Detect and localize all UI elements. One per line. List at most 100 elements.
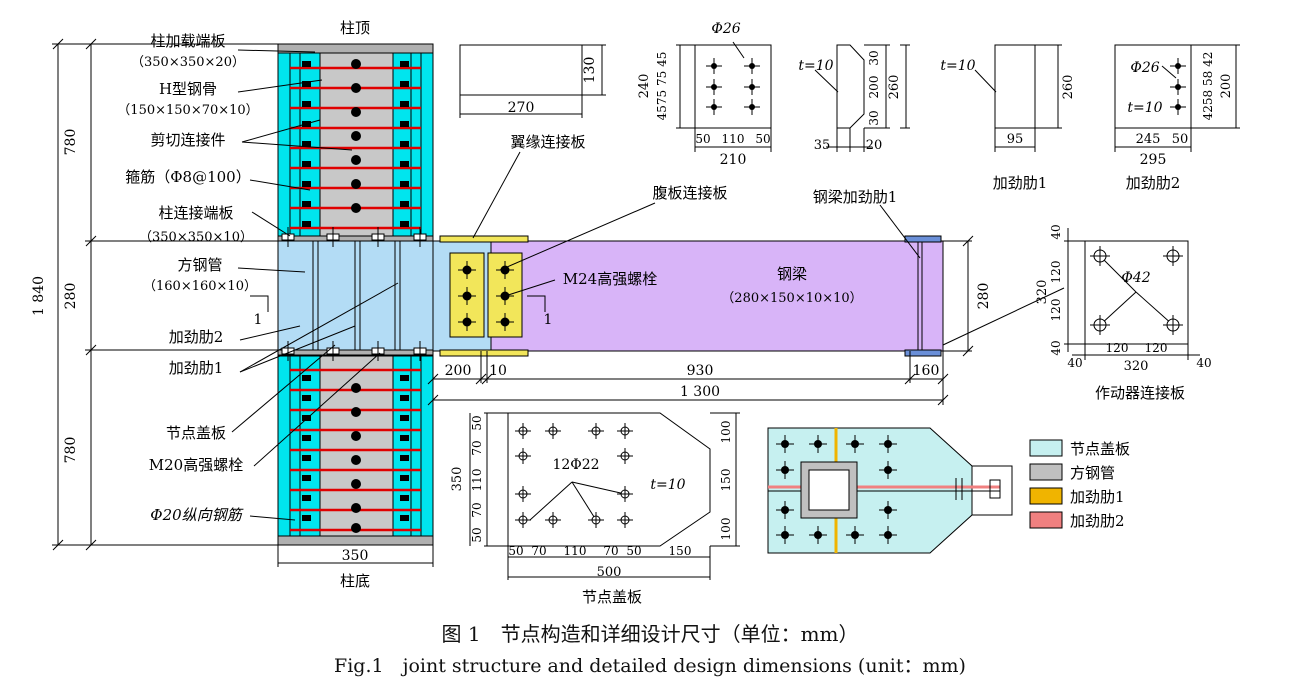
stiffener2-w1: 245 bbox=[1136, 132, 1161, 147]
detail-flange-plate bbox=[459, 44, 606, 118]
flange-plate-height: 130 bbox=[582, 57, 598, 84]
shear-connector bbox=[302, 221, 311, 227]
cover-r3: 100 bbox=[719, 518, 733, 541]
section-mark-left: 1 bbox=[254, 312, 263, 328]
steel-stud bbox=[351, 523, 361, 533]
steel-stud bbox=[351, 131, 361, 141]
shear-connector bbox=[302, 201, 311, 207]
steel-stud bbox=[351, 503, 361, 513]
cover-l4: 70 bbox=[470, 502, 484, 517]
stiffener2-hole: Φ26 bbox=[1130, 60, 1159, 76]
column-width-dim: 350 bbox=[342, 548, 369, 564]
stiffener1-h: 260 bbox=[1061, 75, 1076, 100]
steel-stud bbox=[351, 479, 361, 489]
shear-connector bbox=[302, 495, 311, 501]
stiffener2-h-parts: 4258 58 42 bbox=[1201, 52, 1215, 121]
actuator-caption: 作动器连接板 bbox=[1095, 384, 1185, 402]
flange-plate-width: 270 bbox=[508, 100, 535, 116]
dim-upper: 780 bbox=[63, 129, 79, 156]
beam-labels: 翼缘连接板 腹板连接板 M24高强螺栓 钢梁 （280×150×10×10） 钢… bbox=[510, 133, 897, 306]
column-bottom-label: 柱底 bbox=[340, 572, 370, 590]
shear-connector bbox=[302, 415, 311, 421]
label-flange-plate: 翼缘连接板 bbox=[510, 133, 585, 151]
label-h-steel-size: （150×150×70×10） bbox=[117, 103, 258, 118]
shear-connector bbox=[302, 375, 311, 381]
beam-stiffener-h1: 30 bbox=[867, 50, 881, 65]
steel-stud bbox=[351, 383, 361, 393]
shear-connector bbox=[302, 515, 311, 521]
dim-160: 160 bbox=[913, 363, 940, 379]
label-column-end-plate-size: （350×350×10） bbox=[139, 230, 253, 245]
caption-en: Fig.1 joint structure and detailed desig… bbox=[334, 655, 966, 677]
stiffener1-w: 95 bbox=[1007, 132, 1024, 147]
dim-total: 1 840 bbox=[31, 276, 47, 316]
caption-cn: 图 1 节点构造和详细设计尺寸（单位：mm） bbox=[441, 622, 859, 646]
label-column-end-plate: 柱连接端板 bbox=[158, 204, 233, 222]
dim-930: 930 bbox=[687, 363, 714, 379]
left-dimensions bbox=[52, 38, 546, 567]
steel-stud bbox=[351, 179, 361, 189]
cover-bolts: 12Φ22 bbox=[552, 457, 599, 473]
label-h-steel: H型钢骨 bbox=[159, 80, 217, 98]
cover-r2: 150 bbox=[719, 469, 733, 492]
shear-connector bbox=[400, 221, 409, 227]
shear-connector bbox=[302, 435, 311, 441]
joint-diagram: 780 280 780 1 840 柱顶 350 柱底 1 1 柱加载端板 （3… bbox=[31, 19, 1240, 606]
actuator-b-total: 320 bbox=[1124, 359, 1149, 374]
cover-l3: 110 bbox=[470, 469, 484, 492]
shear-connector bbox=[302, 475, 311, 481]
shear-connector bbox=[400, 61, 409, 67]
shear-connector bbox=[400, 515, 409, 521]
detail-stiffener1 bbox=[974, 44, 1062, 152]
dim-beam-280: 280 bbox=[976, 283, 992, 310]
actuator-side-total: 320 bbox=[1035, 280, 1050, 305]
steel-stud bbox=[351, 107, 361, 117]
column bbox=[277, 43, 434, 546]
label-m24-bolt: M24高强螺栓 bbox=[563, 270, 657, 288]
shear-connector bbox=[400, 495, 409, 501]
shear-connector bbox=[400, 435, 409, 441]
steel-stud bbox=[351, 407, 361, 417]
actuator-b3: 120 bbox=[1145, 341, 1168, 355]
cover-b6: 150 bbox=[669, 544, 692, 558]
cover-b2: 70 bbox=[531, 544, 546, 558]
shear-connector bbox=[400, 181, 409, 187]
cover-left-total: 350 bbox=[450, 467, 465, 492]
left-labels: 柱加载端板 （350×350×20） H型钢骨 （150×150×70×10） … bbox=[117, 32, 258, 524]
beam-stiffener-b2: 20 bbox=[866, 138, 883, 153]
shear-connector bbox=[302, 61, 311, 67]
steel-stud bbox=[351, 203, 361, 213]
web-plate-height-parts: 4575 75 45 bbox=[655, 52, 669, 121]
section-view bbox=[767, 427, 1013, 554]
label-web-plate: 腹板连接板 bbox=[652, 184, 727, 202]
web-plate-w1: 50 bbox=[695, 132, 710, 146]
joint-zone bbox=[277, 227, 434, 361]
web-plate-hole: Φ26 bbox=[711, 21, 740, 37]
steel-stud bbox=[351, 431, 361, 441]
actuator-b2: 120 bbox=[1106, 341, 1129, 355]
stiffener2-h: 200 bbox=[1219, 74, 1234, 99]
shear-connector bbox=[400, 201, 409, 207]
steel-stud bbox=[351, 155, 361, 165]
left-leaders bbox=[231, 49, 399, 521]
shear-connector bbox=[302, 161, 311, 167]
label-square-tube-size: （160×160×10） bbox=[143, 279, 257, 294]
web-plate-height: 240 bbox=[637, 74, 652, 99]
shear-connector bbox=[302, 395, 311, 401]
dim-middle: 280 bbox=[63, 283, 79, 310]
shear-connector bbox=[400, 455, 409, 461]
detail-web-plate bbox=[676, 41, 772, 152]
label-square-tube: 方钢管 bbox=[177, 256, 222, 274]
steel-stud bbox=[351, 455, 361, 465]
label-beam-size: （280×150×10×10） bbox=[721, 291, 862, 306]
shear-connector bbox=[400, 141, 409, 147]
cover-r1: 100 bbox=[719, 421, 733, 444]
stiffener2-caption: 加劲肋2 bbox=[1126, 174, 1181, 192]
cover-b5: 50 bbox=[626, 544, 641, 558]
label-stiffener2: 加劲肋2 bbox=[169, 328, 224, 346]
web-plate-w3: 50 bbox=[755, 132, 770, 146]
shear-connector bbox=[400, 415, 409, 421]
label-long-rebar: Φ20纵向钢筋 bbox=[150, 506, 243, 524]
shear-connector bbox=[302, 455, 311, 461]
shear-connector bbox=[400, 395, 409, 401]
